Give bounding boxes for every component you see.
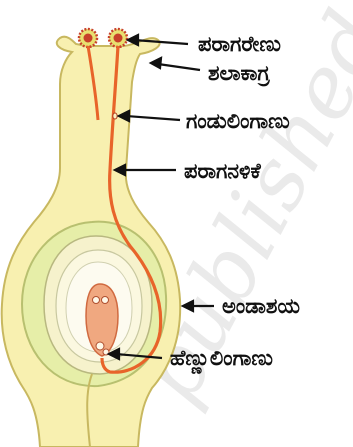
pistil (2, 37, 180, 447)
label-pollen-tube: ಪರಾಗನಳಿಕೆ (184, 159, 262, 183)
egg-cell (96, 342, 104, 350)
label-ovary: ಅಂಡಾಶಯ (222, 294, 300, 318)
arrow-male-gametes (126, 116, 180, 120)
label-female-gamete: ಹೆಣ್ಣುಲಿಂಗಾಣು (170, 346, 273, 374)
pollen-grains (79, 29, 127, 47)
pollen-grain-left (79, 29, 97, 47)
label-pollen-grain: ಪರಾಗರೇಣು (198, 32, 281, 56)
label-stigma: ಶಲಾಕಾಗ್ರ (208, 61, 271, 87)
label-male-gametes: ಗಂಡುಲಿಂಗಾಣು (186, 109, 290, 133)
male-gamete (113, 113, 117, 119)
polar-nucleus (102, 297, 109, 304)
arrow-stigma (158, 64, 200, 70)
pollen-grain-right (109, 29, 127, 47)
polar-nucleus (93, 297, 100, 304)
